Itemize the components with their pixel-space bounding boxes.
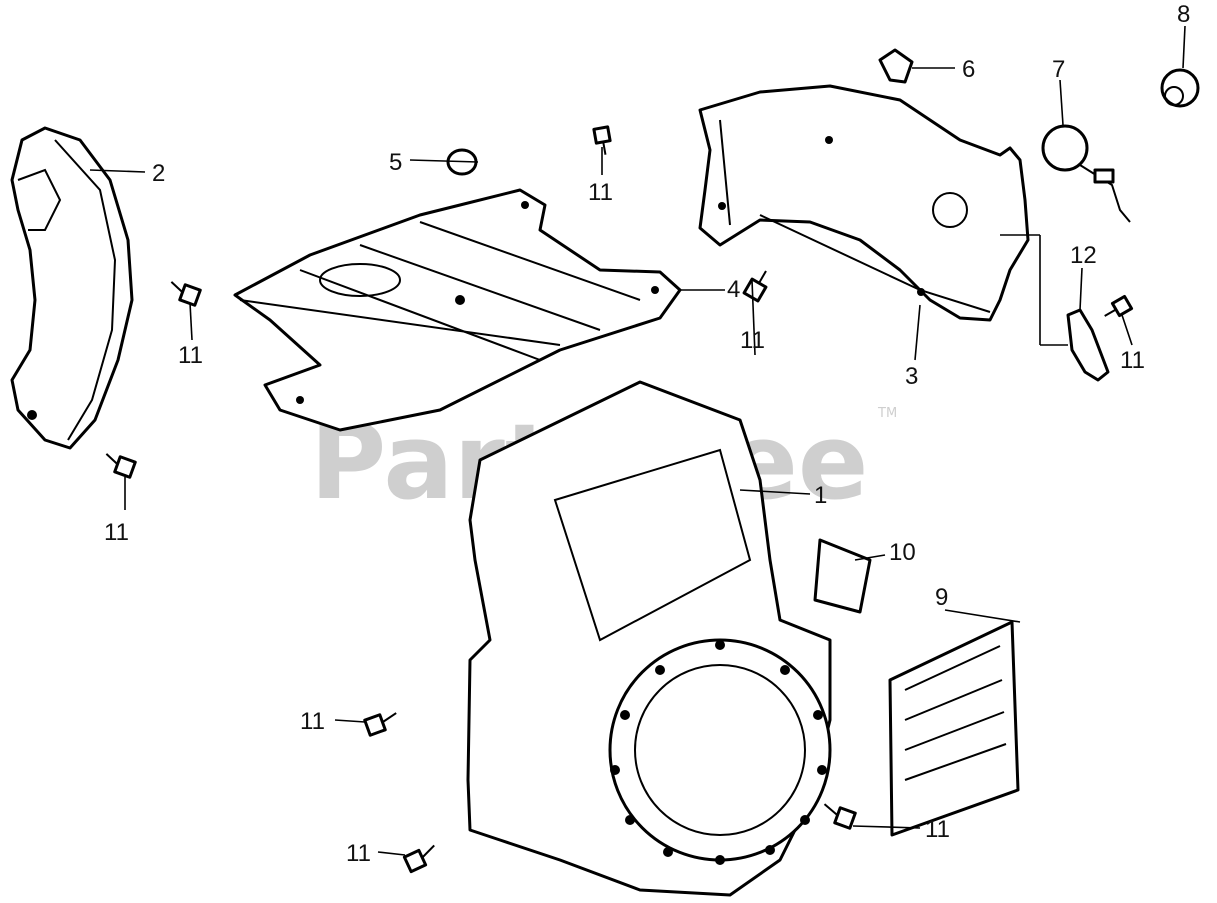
watermark-tm: TM bbox=[877, 406, 897, 421]
callout-11d: 11 bbox=[740, 327, 765, 354]
part-8-knob[interactable] bbox=[1160, 68, 1200, 108]
bolt-c bbox=[592, 125, 612, 155]
callout-11e: 11 bbox=[1120, 347, 1145, 374]
bolt-f bbox=[363, 712, 397, 737]
callout-3: 3 bbox=[905, 363, 918, 390]
bolt-b bbox=[105, 453, 137, 479]
callout-11g: 11 bbox=[346, 840, 371, 867]
callout-1: 1 bbox=[814, 482, 827, 509]
part-6-clip[interactable] bbox=[878, 48, 914, 84]
callout-4: 4 bbox=[727, 276, 740, 303]
callout-7: 7 bbox=[1052, 56, 1065, 83]
callout-11b: 11 bbox=[104, 519, 129, 546]
callout-11a: 11 bbox=[178, 342, 203, 369]
callout-11f: 11 bbox=[300, 708, 325, 735]
callout-11h: 11 bbox=[925, 816, 950, 843]
callout-11c: 11 bbox=[588, 179, 613, 206]
callout-12: 12 bbox=[1070, 242, 1097, 269]
bolt-h bbox=[823, 803, 857, 830]
callout-6: 6 bbox=[962, 56, 975, 83]
part-11-bolts[interactable] bbox=[102, 125, 1134, 874]
callout-10: 10 bbox=[889, 539, 916, 566]
bolt-a bbox=[170, 281, 202, 307]
part-1-fan-cover[interactable] bbox=[466, 380, 832, 897]
bolt-g bbox=[402, 844, 435, 874]
leader-lines bbox=[89, 25, 1186, 856]
callout-2: 2 bbox=[152, 160, 165, 187]
part-12-wire-clamp[interactable] bbox=[1066, 308, 1110, 382]
callout-5: 5 bbox=[389, 149, 402, 176]
part-9-label-plate[interactable] bbox=[888, 620, 1020, 837]
bolt-d bbox=[742, 270, 768, 303]
callout-9: 9 bbox=[935, 584, 948, 611]
part-3-top-cover-panel[interactable] bbox=[698, 84, 1030, 322]
part-7-switch[interactable] bbox=[1041, 124, 1131, 223]
callout-8: 8 bbox=[1177, 1, 1190, 28]
bolt-e bbox=[1104, 294, 1134, 318]
part-2-side-cover[interactable] bbox=[10, 126, 134, 450]
callouts: 2 4 1 3 5 6 7 8 9 10 12 11 11 11 11 11 1… bbox=[104, 1, 1190, 867]
part-10-small-label[interactable] bbox=[813, 538, 872, 614]
